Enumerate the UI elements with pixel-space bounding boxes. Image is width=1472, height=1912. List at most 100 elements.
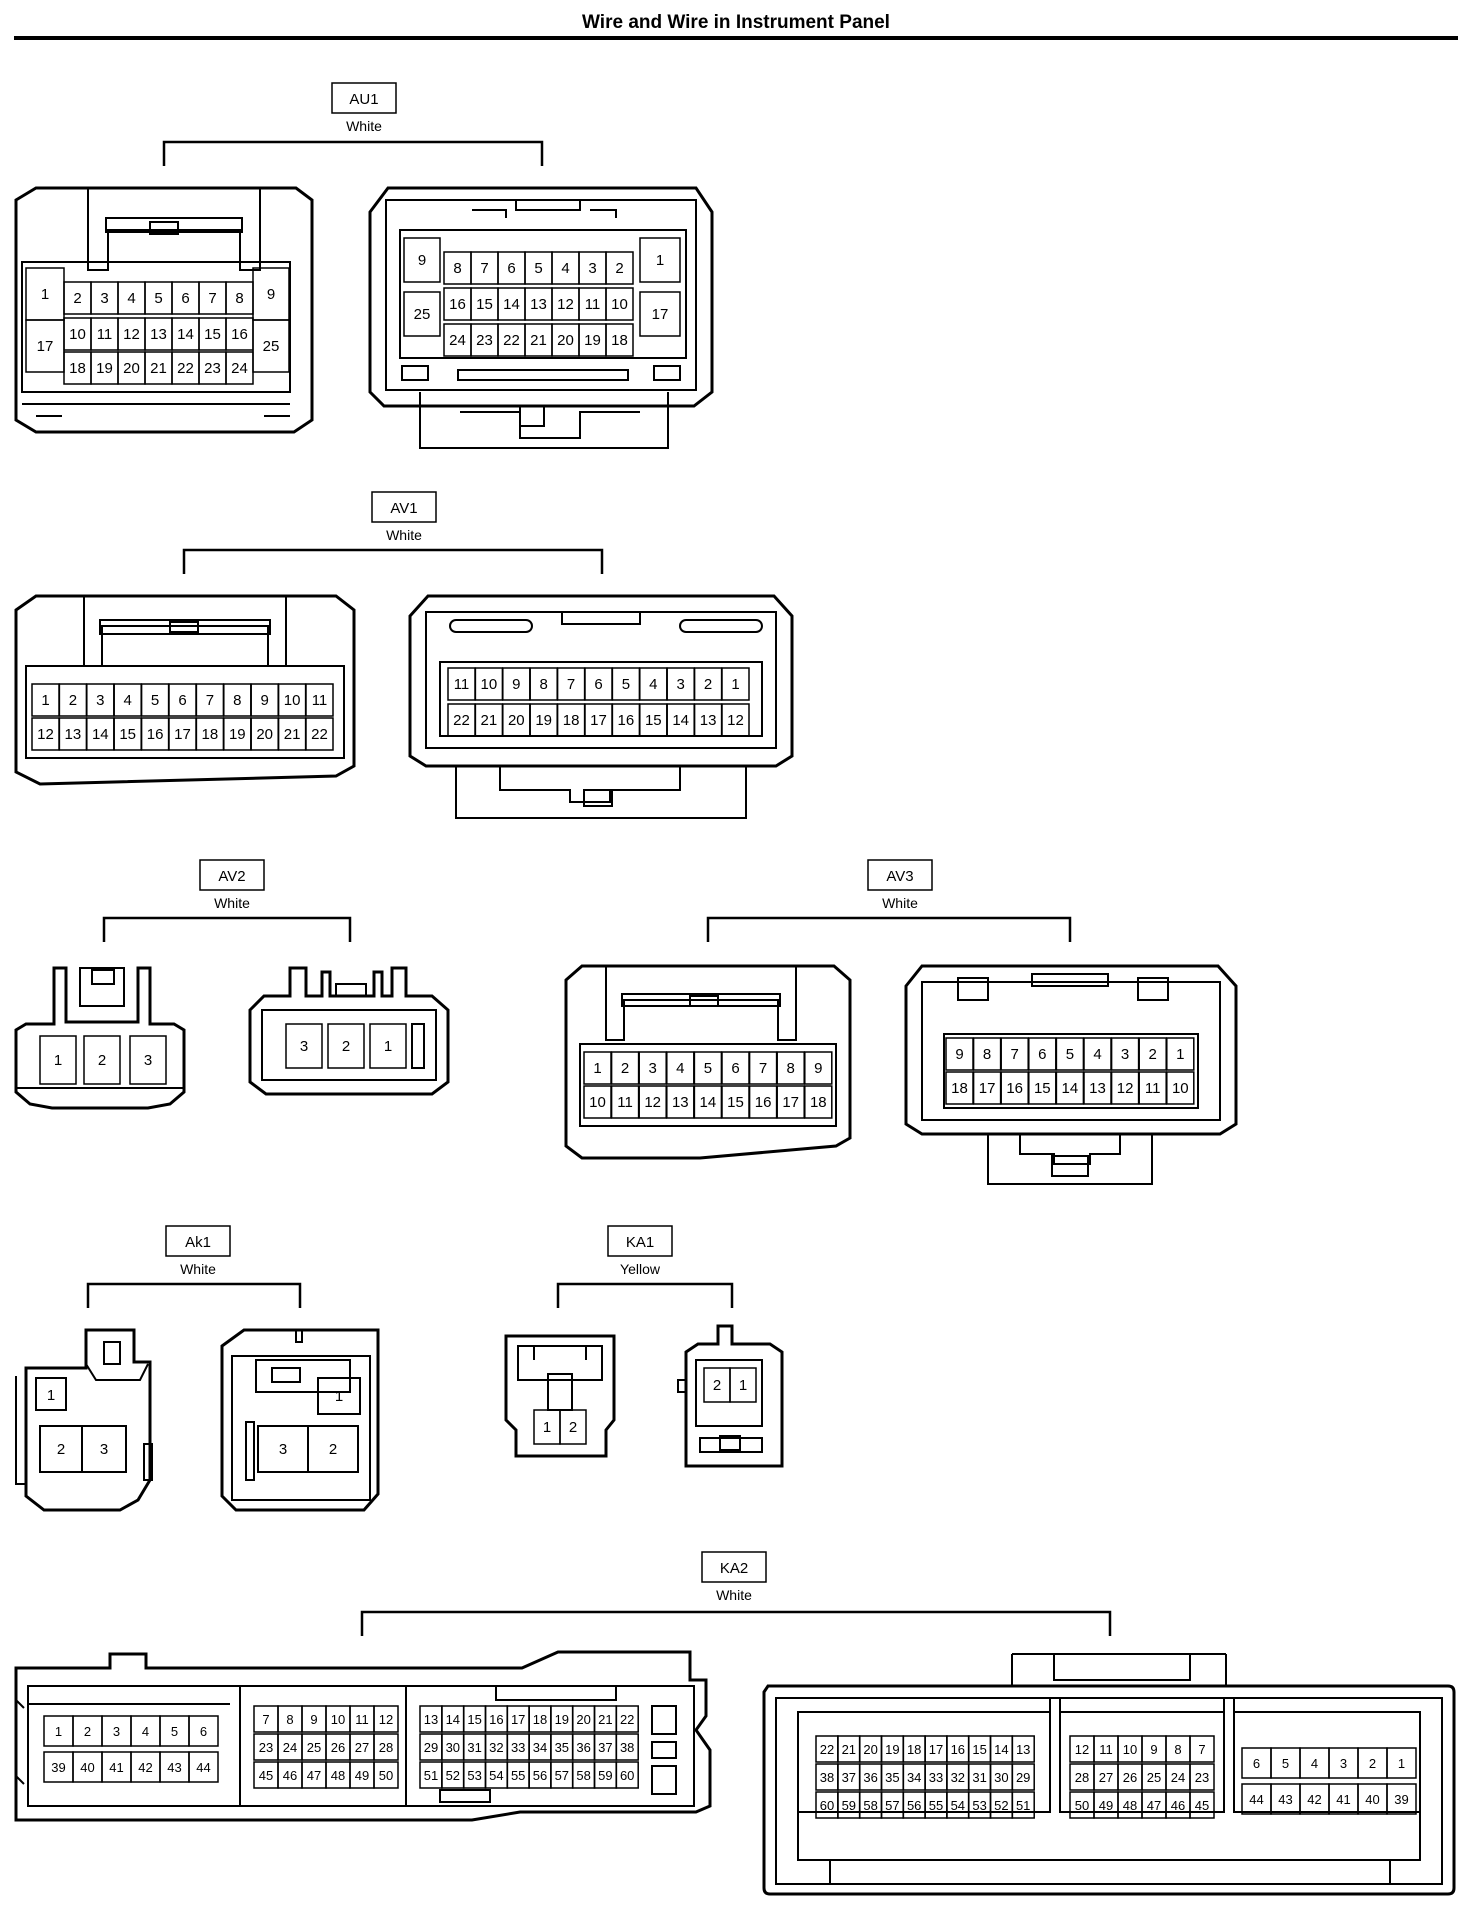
pin-label: 6 [181, 290, 189, 307]
pin-cell [1189, 1735, 1215, 1763]
pin-label: 37 [842, 1770, 856, 1785]
pin-label: 7 [1011, 1046, 1019, 1063]
pin-label: 3 [677, 676, 685, 693]
pin-label: 18 [202, 726, 219, 743]
pin-label: 48 [1123, 1798, 1137, 1813]
connector-au1-bracket [162, 140, 544, 166]
pin-cell [1189, 1791, 1215, 1819]
pin-cell [305, 717, 334, 751]
pin-label: 4 [561, 260, 569, 277]
pin-label: 12 [1075, 1742, 1089, 1757]
pin-label: 15 [476, 296, 493, 313]
pin-label: 30 [446, 1740, 460, 1755]
pin-label: 51 [424, 1768, 438, 1783]
pin-label: 20 [123, 360, 140, 377]
pin-label: 37 [598, 1740, 612, 1755]
pin-label: 10 [69, 326, 86, 343]
pin-label: 33 [511, 1740, 525, 1755]
pin-label: 2 [57, 1441, 65, 1458]
pin-label: 24 [231, 360, 248, 377]
pin-label: 17 [782, 1094, 799, 1111]
pin-label: 35 [885, 1770, 899, 1785]
pin-label: 18 [563, 712, 580, 729]
pin-cell [605, 287, 634, 321]
connector-av3-bracket [706, 916, 1072, 942]
pin-label: 11 [355, 1712, 369, 1727]
pin-cell [83, 1035, 121, 1085]
pin-cell [804, 1085, 833, 1119]
pin-cell [252, 319, 290, 373]
pin-label: 46 [1171, 1798, 1185, 1813]
pin-label: 1 [55, 1724, 62, 1739]
pin-label: 10 [481, 676, 498, 693]
pin-label: 12 [727, 712, 744, 729]
pin-label: 33 [929, 1770, 943, 1785]
pin-label: 16 [755, 1094, 772, 1111]
pin-label: 9 [267, 286, 275, 303]
pin-label: 1 [47, 1387, 55, 1404]
pin-label: 22 [177, 360, 194, 377]
pin-label: 21 [481, 712, 498, 729]
pin-label: 49 [1099, 1798, 1113, 1813]
pin-label: 34 [533, 1740, 547, 1755]
pin-label: 16 [1006, 1080, 1023, 1097]
pin-label: 14 [503, 296, 520, 313]
pin-label: 11 [97, 326, 113, 343]
pin-label: 3 [100, 290, 108, 307]
pin-label: 1 [656, 252, 664, 269]
connector-av1-tag [371, 491, 437, 523]
pin-label: 40 [1365, 1792, 1379, 1807]
pin-label: 31 [972, 1770, 986, 1785]
pin-cell [39, 1035, 77, 1085]
pin-label: 5 [704, 1060, 712, 1077]
connector-ka1-bracket [556, 1282, 734, 1308]
pin-label: 20 [557, 332, 574, 349]
pin-label: 12 [644, 1094, 661, 1111]
pin-label: 28 [1075, 1770, 1089, 1785]
pin-cell [605, 251, 634, 285]
pin-label: 50 [1075, 1798, 1089, 1813]
pin-cell [605, 323, 634, 357]
pin-label: 3 [279, 1441, 287, 1458]
pin-label: 4 [142, 1724, 149, 1739]
pin-cell [403, 291, 441, 337]
pin-label: 55 [929, 1798, 943, 1813]
pin-cell [804, 1051, 833, 1085]
pin-label: 7 [1198, 1742, 1205, 1757]
pin-label: 14 [92, 726, 109, 743]
pin-label: 23 [1195, 1770, 1209, 1785]
pin-label: 10 [611, 296, 628, 313]
pin-label: 57 [885, 1798, 899, 1813]
pin-label: 14 [177, 326, 194, 343]
pin-label: 13 [1016, 1742, 1030, 1757]
pin-label: 10 [1172, 1080, 1189, 1097]
pin-cell [559, 1409, 587, 1445]
pin-label: 20 [508, 712, 525, 729]
pin-cell [373, 1733, 399, 1761]
pin-label: 3 [649, 1060, 657, 1077]
pin-label: 2 [621, 1060, 629, 1077]
pin-label: 22 [453, 712, 470, 729]
pin-label: 18 [907, 1742, 921, 1757]
pin-label: 13 [424, 1712, 438, 1727]
pin-cell [1166, 1037, 1195, 1071]
pin-label: 10 [331, 1712, 345, 1727]
pin-label: 2 [69, 692, 77, 709]
pin-label: 24 [1171, 1770, 1185, 1785]
pin-cell [1189, 1763, 1215, 1791]
pin-label: 24 [283, 1740, 297, 1755]
pin-label: 1 [54, 1052, 62, 1069]
pin-cell [305, 683, 334, 717]
pin-label: 6 [1253, 1756, 1260, 1771]
pin-label: 22 [503, 332, 520, 349]
pin-label: 2 [713, 1377, 721, 1394]
connector-ak1-bracket [86, 1282, 302, 1308]
pin-label: 3 [144, 1052, 152, 1069]
pin-cell [369, 1023, 407, 1069]
pin-label: 7 [262, 1712, 269, 1727]
pin-label: 2 [342, 1038, 350, 1055]
